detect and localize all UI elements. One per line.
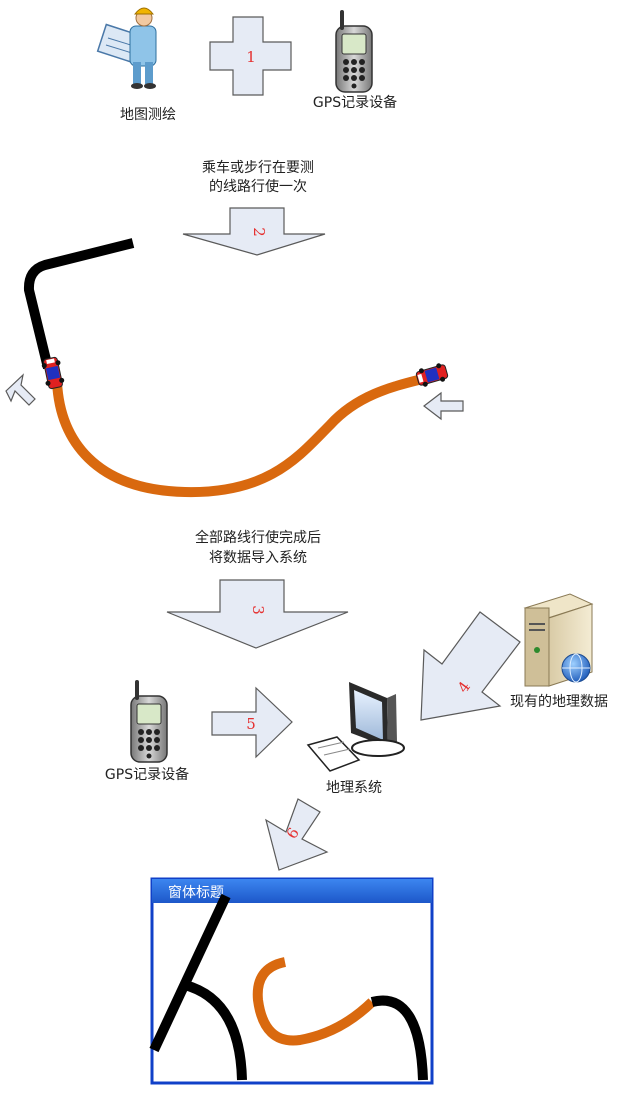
car-icon xyxy=(414,361,450,389)
step-2-number: 2 xyxy=(250,227,268,237)
drive-text-line1: 乘车或步行在要测 xyxy=(202,159,314,176)
step-3-number: 3 xyxy=(249,605,267,615)
step-5-number: 5 xyxy=(246,715,256,733)
step-1-number: 1 xyxy=(246,48,256,66)
arrow-step-2: 2 xyxy=(182,207,326,256)
route-drawing xyxy=(5,238,464,498)
server-globe-icon xyxy=(523,593,594,687)
gis-system-label: 地理系统 xyxy=(326,780,382,796)
arrow-step-4: 4 xyxy=(420,611,521,721)
computer-icon xyxy=(306,682,405,772)
gps-phone-icon xyxy=(129,680,169,764)
drive-text-line2: 的线路行使一次 xyxy=(209,178,307,195)
gps-device-top-label: GPS记录设备 xyxy=(313,94,397,111)
car-icon xyxy=(40,355,66,391)
existing-data-label: 现有的地理数据 xyxy=(510,694,608,710)
arrow-step-5: 5 xyxy=(211,686,293,759)
window-icon: 窗体标题 xyxy=(149,877,434,1085)
arrow-step-6: 6 xyxy=(265,798,329,871)
plus-step-1: 1 xyxy=(209,16,292,96)
gps-device-bottom-label: GPS记录设备 xyxy=(105,766,189,783)
import-text-line1: 全部路线行使完成后 xyxy=(195,529,321,546)
gps-phone-icon xyxy=(334,10,374,94)
import-text-line2: 将数据导入系统 xyxy=(209,550,307,566)
map-survey-label: 地图测绘 xyxy=(120,107,176,123)
surveyor-icon xyxy=(96,7,157,89)
direction-arrow-left xyxy=(5,373,36,406)
direction-arrow-right xyxy=(423,391,464,421)
arrow-step-3: 3 xyxy=(166,579,349,649)
window-title: 窗体标题 xyxy=(168,884,224,901)
